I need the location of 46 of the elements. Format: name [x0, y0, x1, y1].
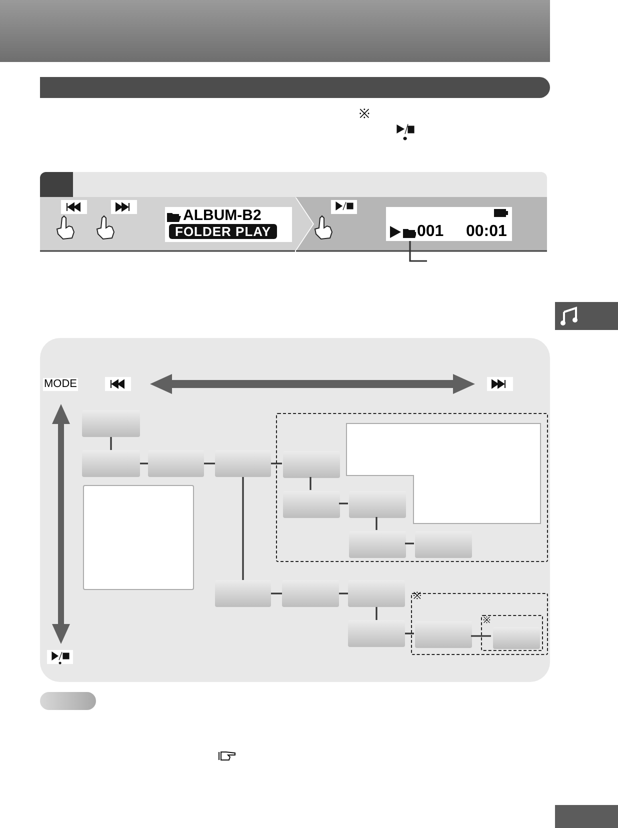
connector-line	[339, 502, 348, 504]
menu-box	[282, 580, 339, 607]
mode-button-label: MODE	[43, 378, 78, 391]
connector-line	[271, 462, 282, 464]
track-number: 001	[417, 223, 444, 241]
connector-line	[204, 462, 215, 464]
menu-box	[283, 451, 340, 478]
connector-line	[471, 635, 491, 637]
connector-line	[140, 462, 148, 464]
reference-mark: ※	[483, 616, 491, 625]
connector-line	[405, 632, 414, 634]
menu-box	[215, 580, 271, 607]
menu-box	[349, 491, 406, 518]
menu-box	[493, 627, 540, 649]
note-panel	[346, 423, 541, 524]
lcd-screen	[165, 207, 292, 242]
menu-box	[348, 580, 405, 607]
menu-box	[349, 531, 406, 558]
menu-box	[82, 450, 140, 477]
menu-box	[283, 491, 340, 518]
connector-line	[310, 477, 312, 490]
menu-box	[82, 410, 140, 437]
dashed-group-frame	[481, 615, 543, 651]
lcd-selected-text: FOLDER PLAY	[169, 224, 278, 239]
reference-mark: ※	[359, 107, 370, 120]
connector-line	[242, 477, 244, 580]
connector-line	[376, 607, 378, 620]
note-panel	[83, 485, 194, 590]
connector-line	[110, 437, 112, 450]
elapsed-time: 00:01	[466, 223, 507, 241]
connector-line	[405, 542, 414, 544]
section-heading-bar	[40, 77, 550, 98]
connector-line	[339, 592, 348, 594]
dashed-group-frame	[411, 593, 548, 655]
menu-box	[148, 450, 204, 477]
lcd-text: ALBUM-B2	[183, 207, 262, 224]
menu-box	[348, 620, 405, 647]
connector-line	[271, 592, 282, 594]
dashed-group-frame	[276, 413, 548, 562]
reference-mark: ※	[413, 592, 421, 602]
menu-box	[415, 531, 472, 558]
menu-box	[415, 621, 472, 648]
connector-line	[376, 517, 378, 530]
lcd-screen	[386, 207, 512, 241]
leader-line	[409, 241, 427, 262]
menu-box	[215, 450, 271, 477]
